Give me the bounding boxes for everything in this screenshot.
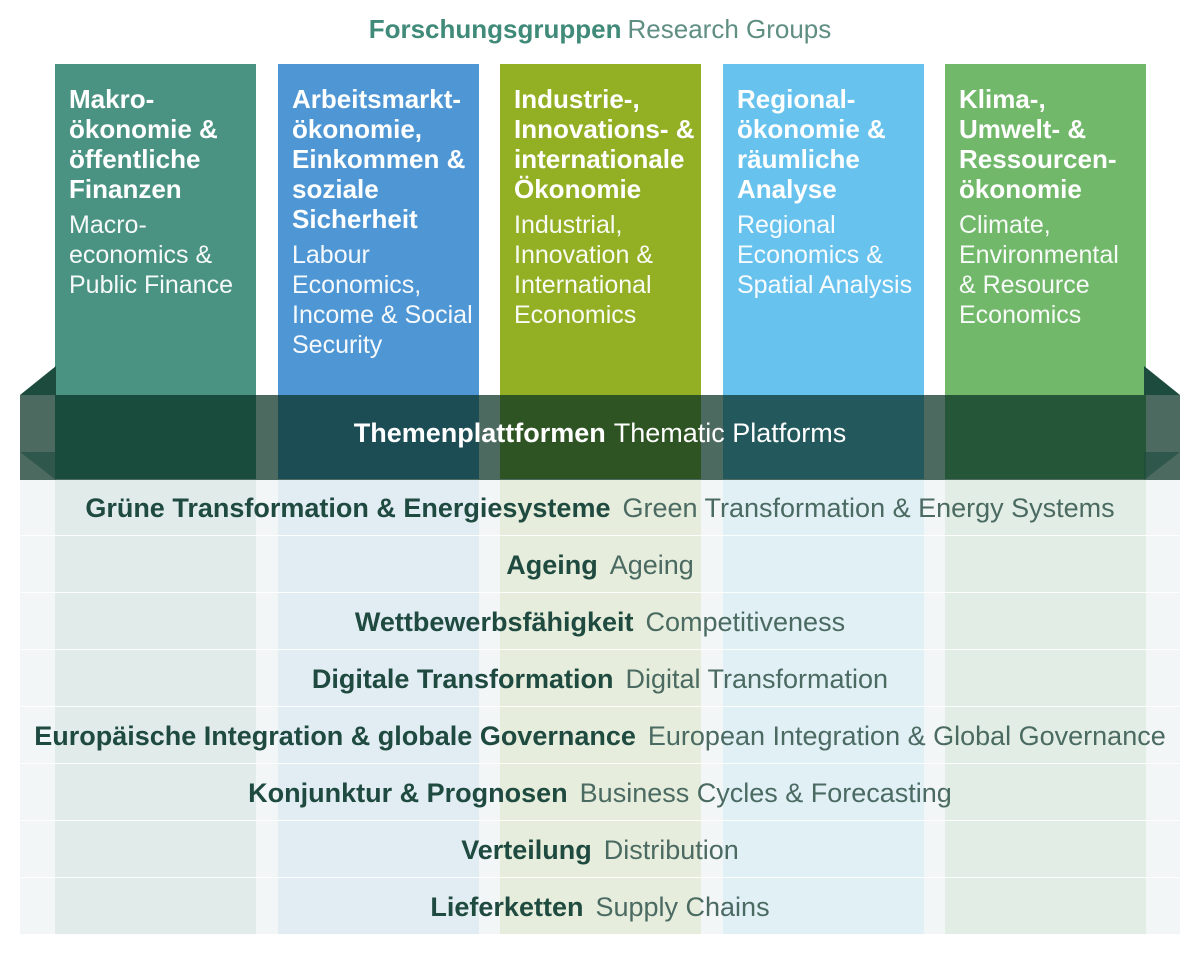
platform-de: Verteilung: [461, 835, 592, 865]
group-label-en: Macro-economics & Public Finance: [69, 211, 233, 299]
column-tint-5: [945, 480, 1146, 935]
band-bevel-left: [20, 366, 56, 395]
platform-row: Digitale Transformation Digital Transform…: [20, 651, 1180, 707]
platform-row: Konjunktur & Prognosen Business Cycles & …: [20, 765, 1180, 821]
platform-en: Distribution: [603, 835, 739, 865]
band-bevel-right-bottom: [1144, 452, 1180, 480]
title-en: Research Groups: [627, 14, 832, 44]
band-bevel-left-bottom: [20, 452, 56, 480]
platform-en: Business Cycles & Forecasting: [579, 778, 952, 808]
platform-en: Digital Transformation: [625, 664, 889, 694]
group-label-en: Labour Economics, Income & Social Securi…: [292, 241, 473, 359]
group-label-en: Industrial, Innovation & International E…: [514, 211, 653, 329]
platform-de: Konjunktur & Prognosen: [248, 778, 568, 808]
platform-row: Ageing Ageing: [20, 537, 1180, 593]
platform-de: Digitale Transformation: [311, 664, 614, 694]
platform-row: Europäische Integration & globale Govern…: [20, 708, 1180, 764]
platform-de: Grüne Transformation & Energiesysteme: [85, 493, 611, 523]
group-label-de: Arbeitsmarkt-ökonomie, Einkommen & sozia…: [292, 84, 466, 234]
column-tint-4: [723, 480, 924, 935]
thematic-platforms-band: [20, 395, 1180, 480]
band-bevel-right: [1144, 366, 1180, 395]
platform-en: Green Transformation & Energy Systems: [622, 493, 1115, 523]
band-label-de: Themenplattformen: [353, 418, 606, 448]
platform-de: Ageing: [506, 550, 598, 580]
column-tint-3: [500, 480, 701, 935]
platform-row: Grüne Transformation & Energiesysteme Gre…: [20, 480, 1180, 536]
platform-en: Supply Chains: [595, 892, 770, 922]
platform-row: Verteilung Distribution: [20, 822, 1180, 878]
group-label-de: Industrie-, Innovations- & international…: [514, 84, 695, 204]
platform-row: Wettbewerbsfähigkeit Competitiveness: [20, 594, 1180, 650]
column-tint-2: [278, 480, 479, 935]
platform-en: European Integration & Global Governance: [647, 721, 1166, 751]
platform-de: Wettbewerbsfähigkeit: [354, 607, 634, 637]
platform-rows-background: [20, 480, 1180, 935]
band-label-en: Thematic Platforms: [613, 418, 847, 448]
group-label-de: Regional-ökonomie & räumliche Analyse: [737, 84, 886, 204]
group-label-de: Makro-ökonomie & öffentliche Finanzen: [69, 84, 218, 204]
column-tint-1: [55, 480, 256, 935]
group-label-en: Regional Economics & Spatial Analysis: [737, 211, 913, 299]
platform-en: Ageing: [609, 550, 694, 580]
platform-row: Lieferketten Supply Chains: [20, 879, 1180, 935]
platform-de: Europäische Integration & globale Govern…: [34, 721, 636, 751]
group-label-en: Climate, Environmental & Resource Econom…: [959, 211, 1119, 329]
group-label-de: Klima-, Umwelt- & Ressourcen-ökonomie: [959, 84, 1117, 204]
platform-en: Competitiveness: [645, 607, 846, 637]
title-de: Forschungsgruppen: [368, 14, 622, 44]
platform-de: Lieferketten: [430, 892, 584, 922]
